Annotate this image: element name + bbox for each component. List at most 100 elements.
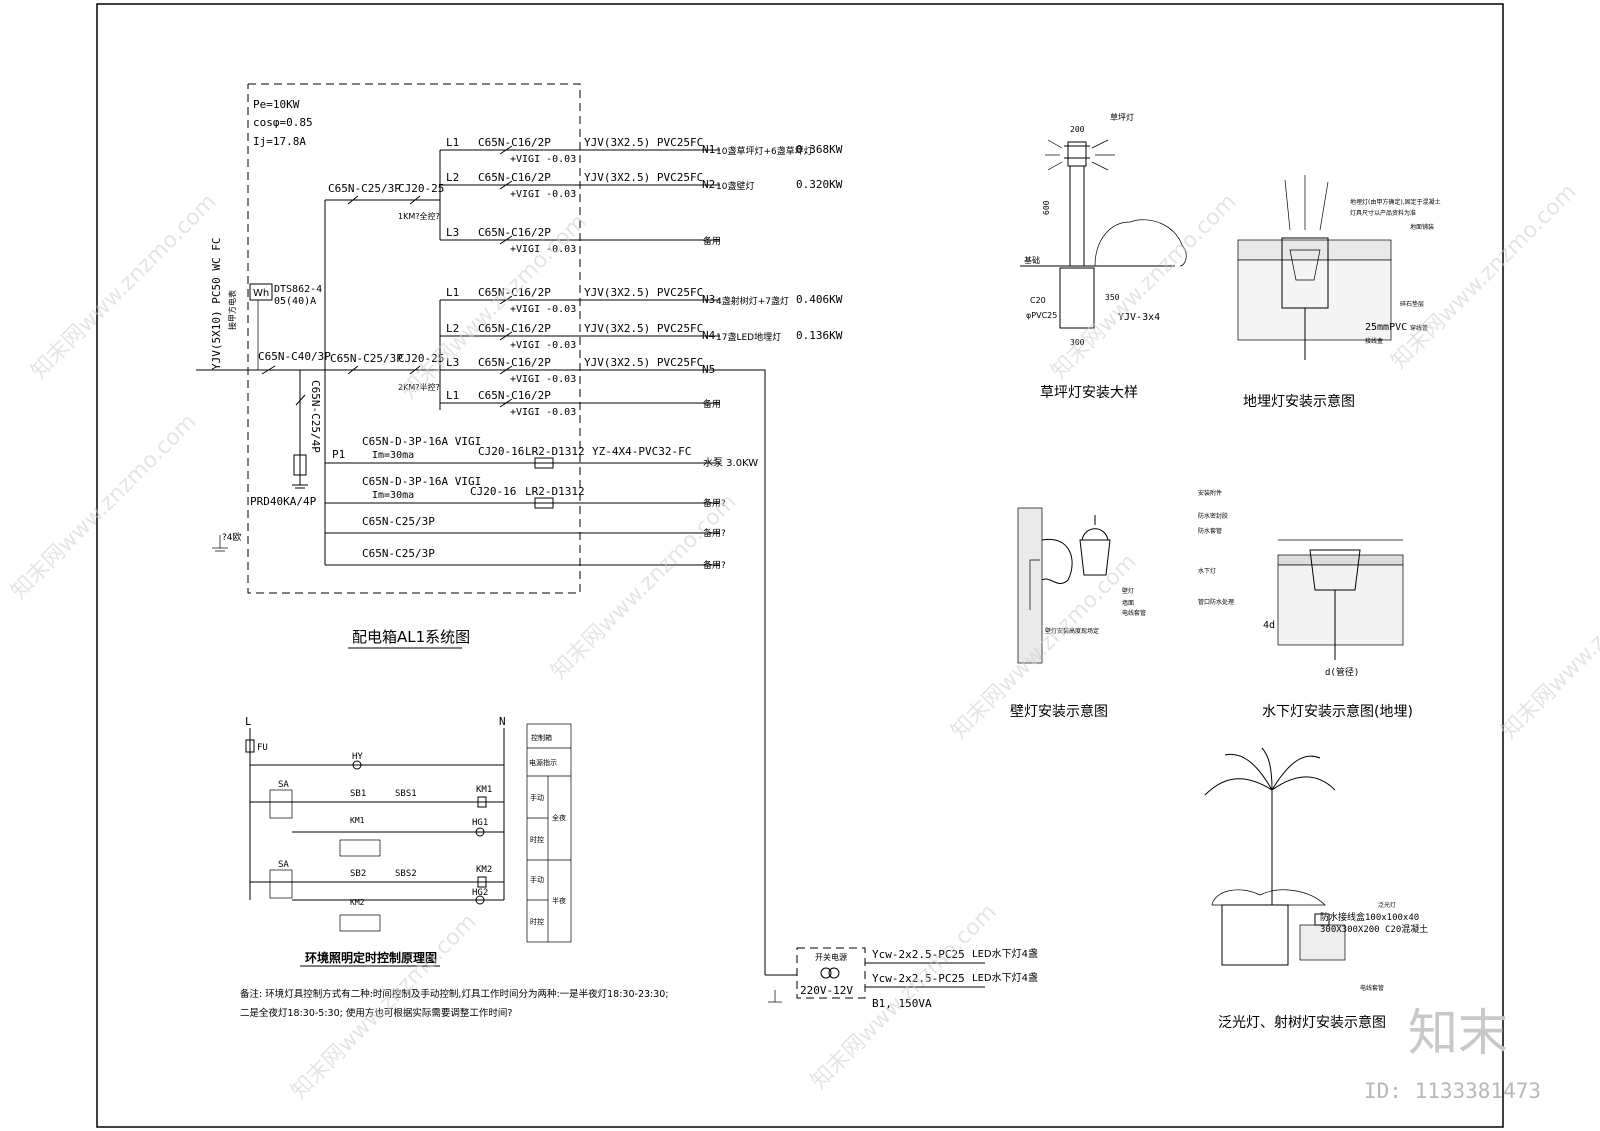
branch-vigi: +VIGI -0.03	[510, 407, 576, 418]
watermark-id: ID: 1133381473	[1364, 1079, 1541, 1103]
ctl-hg1: HG1	[472, 818, 488, 828]
ctl-fu: FU	[257, 743, 268, 753]
lawn-base-note: 基础	[1024, 255, 1040, 265]
uw-note-5: 管口防水处理	[1198, 598, 1234, 606]
branch-phase: L3	[446, 226, 459, 239]
control-title: 环境照明定时控制原理图	[305, 950, 437, 965]
branch-breaker-symbol	[499, 180, 513, 190]
uw-note-4: 水下灯	[1198, 567, 1216, 575]
ctl-l: L	[245, 715, 252, 728]
ctl-table-7: 半夜	[552, 896, 566, 905]
branch-circuit: N1	[702, 143, 715, 156]
branch-vigi: +VIGI -0.03	[510, 189, 576, 200]
panel-enclosure	[247, 83, 581, 594]
uw-note-3: 防水套管	[1198, 527, 1222, 535]
lawn-title: 草坪灯安装大样	[1040, 385, 1138, 401]
lawn-dim-depth: 350	[1105, 293, 1120, 302]
palm-fronds	[1204, 747, 1336, 796]
wall-note-1: 壁灯	[1122, 587, 1134, 595]
watermark-repeat-10: 知末网www.znzmo.com	[287, 909, 482, 1104]
transformer-voltage: 220V-12V	[800, 984, 853, 997]
ctl-table-0: 控制箱	[531, 733, 552, 742]
ctl-km1-contact: KM1	[350, 816, 365, 825]
pump2-im: Im=30ma	[372, 490, 414, 501]
flood-note-3: 300X300X200 C20混凝土	[1320, 923, 1428, 935]
meter-note: 接甲方电表	[227, 290, 237, 330]
meter-model: DTS862-4	[274, 284, 322, 295]
buried-pvc2: 穿线管	[1410, 324, 1428, 332]
lawn-lamp-pole	[1069, 165, 1085, 267]
control-note-2: 二是全夜灯18:30-5:30; 使用方也可根据实际需要调整工作时间?	[240, 1007, 512, 1019]
branch-phase: L1	[446, 286, 459, 299]
flood-lamp	[1314, 913, 1330, 926]
group2-breaker: C65N-C25/3P	[330, 352, 403, 365]
uw-note-7: d(管径)	[1325, 666, 1359, 678]
wall-note-3: 墙面	[1122, 599, 1134, 607]
lawn-dim-base: 300	[1070, 338, 1085, 347]
ctl-sbs2: SBS2	[395, 869, 417, 879]
system-title: 配电箱AL1系统图	[352, 628, 470, 646]
ij-label: Ij=17.8A	[253, 135, 306, 148]
ctl-km2: KM2	[476, 865, 492, 875]
branch-circuit: N4	[702, 329, 716, 342]
wall-note-2: 电线套管	[1122, 609, 1146, 617]
transformer-enclosure	[796, 947, 866, 999]
branch-phase: L3	[446, 356, 459, 369]
flood-title: 泛光灯、射树灯安装示意图	[1218, 1014, 1386, 1031]
branch-load: 17盏LED地埋灯	[716, 331, 781, 343]
group1-km: 1KM?全控?	[398, 211, 440, 221]
branch-breaker: C65N-C16/2P	[478, 226, 551, 239]
planter	[1221, 904, 1289, 966]
sheet-frame	[96, 3, 1504, 1128]
branch-cable: YJV(3X2.5) PVC25FC	[584, 322, 703, 335]
spare2-load: 备用?	[703, 559, 726, 571]
lawn-dim-top: 200	[1070, 125, 1085, 134]
watermark-repeat-5: 知末网www.znzmo.com	[1047, 189, 1242, 384]
wall-light-detail: 壁灯 电线套管 墙面 壁灯安装高度现场定 壁灯安装示意图	[1010, 507, 1146, 720]
ctl-hg2: HG2	[472, 888, 488, 898]
branch-phase: L1	[446, 389, 459, 402]
control-note-1: 备注: 环境灯具控制方式有二种:时间控制及手动控制,灯具工作时间分为两种:一是半…	[240, 988, 669, 1000]
lawn-dim-h: 600	[1042, 200, 1051, 215]
ground-label: ?4欧	[222, 531, 242, 543]
ctl-table-4: 全夜	[552, 813, 566, 822]
pump1-contactor: CJ20-16	[478, 445, 524, 458]
buried-title: 地埋灯安装示意图	[1243, 393, 1355, 410]
branch-breaker: C65N-C16/2P	[478, 389, 551, 402]
branch-breaker: C65N-C16/2P	[478, 136, 551, 149]
group2-contactor: CJ20-25	[398, 352, 444, 365]
branch-power: 0.320KW	[796, 178, 843, 191]
uw-note-1: 安装附件	[1198, 489, 1222, 497]
wall-lantern	[1079, 539, 1111, 576]
branch-vigi: +VIGI -0.03	[510, 154, 576, 165]
pump1-phase: P1	[332, 448, 345, 461]
flood-note-1: 泛光灯	[1378, 901, 1396, 909]
al1-system-diagram: Pe=10KW cosφ=0.85 Ij=17.8A YJV(5X10) PC5…	[196, 83, 843, 975]
underwater-lamp	[1309, 549, 1361, 591]
meter-rating: 05(40)A	[274, 296, 316, 307]
branch-circuit: N3	[702, 293, 715, 306]
buried-note-5: 接线盒	[1365, 337, 1383, 345]
ctl-km2-contact: KM2	[350, 898, 365, 907]
branch-vigi: +VIGI -0.03	[510, 340, 576, 351]
ctl-table-3: 时控	[530, 835, 544, 844]
ground-shrub	[1211, 889, 1326, 906]
tx-out1-load: LED水下灯4盏	[972, 947, 1038, 960]
watermark-repeat-3: 知末网www.znzmo.com	[547, 489, 742, 684]
spare1-load: 备用?	[703, 527, 726, 539]
group2-km: 2KM?半控?	[398, 382, 440, 392]
buried-pvc: 25mmPVC	[1365, 322, 1407, 333]
pump2-relay: LR2-D1312	[525, 485, 585, 498]
branch-load: 10盏壁灯	[716, 180, 754, 192]
branch-breaker-symbol	[499, 331, 513, 341]
tx-out2-cable: Ycw-2x2.5-PC25	[872, 972, 965, 985]
flood-light-detail: 泛光灯 防水接线盒100x100x40 300X300X200 C20混凝土 电…	[1204, 747, 1428, 1031]
watermark-repeat-1: 知末网www.znzmo.com	[27, 189, 222, 384]
cos-label: cosφ=0.85	[253, 116, 313, 129]
lawn-foundation	[1059, 267, 1095, 329]
underwater-light-detail: 安装附件 防水密封胶 防水套管 水下灯 管口防水处理 4d d(管径) 水下灯安…	[1198, 489, 1413, 720]
branch-cable: YJV(3X2.5) PVC25FC	[584, 356, 703, 369]
tx-out2-load: LED水下灯4盏	[972, 971, 1038, 984]
buried-note-2: 灯具尺寸以产品资料为准	[1350, 209, 1416, 217]
